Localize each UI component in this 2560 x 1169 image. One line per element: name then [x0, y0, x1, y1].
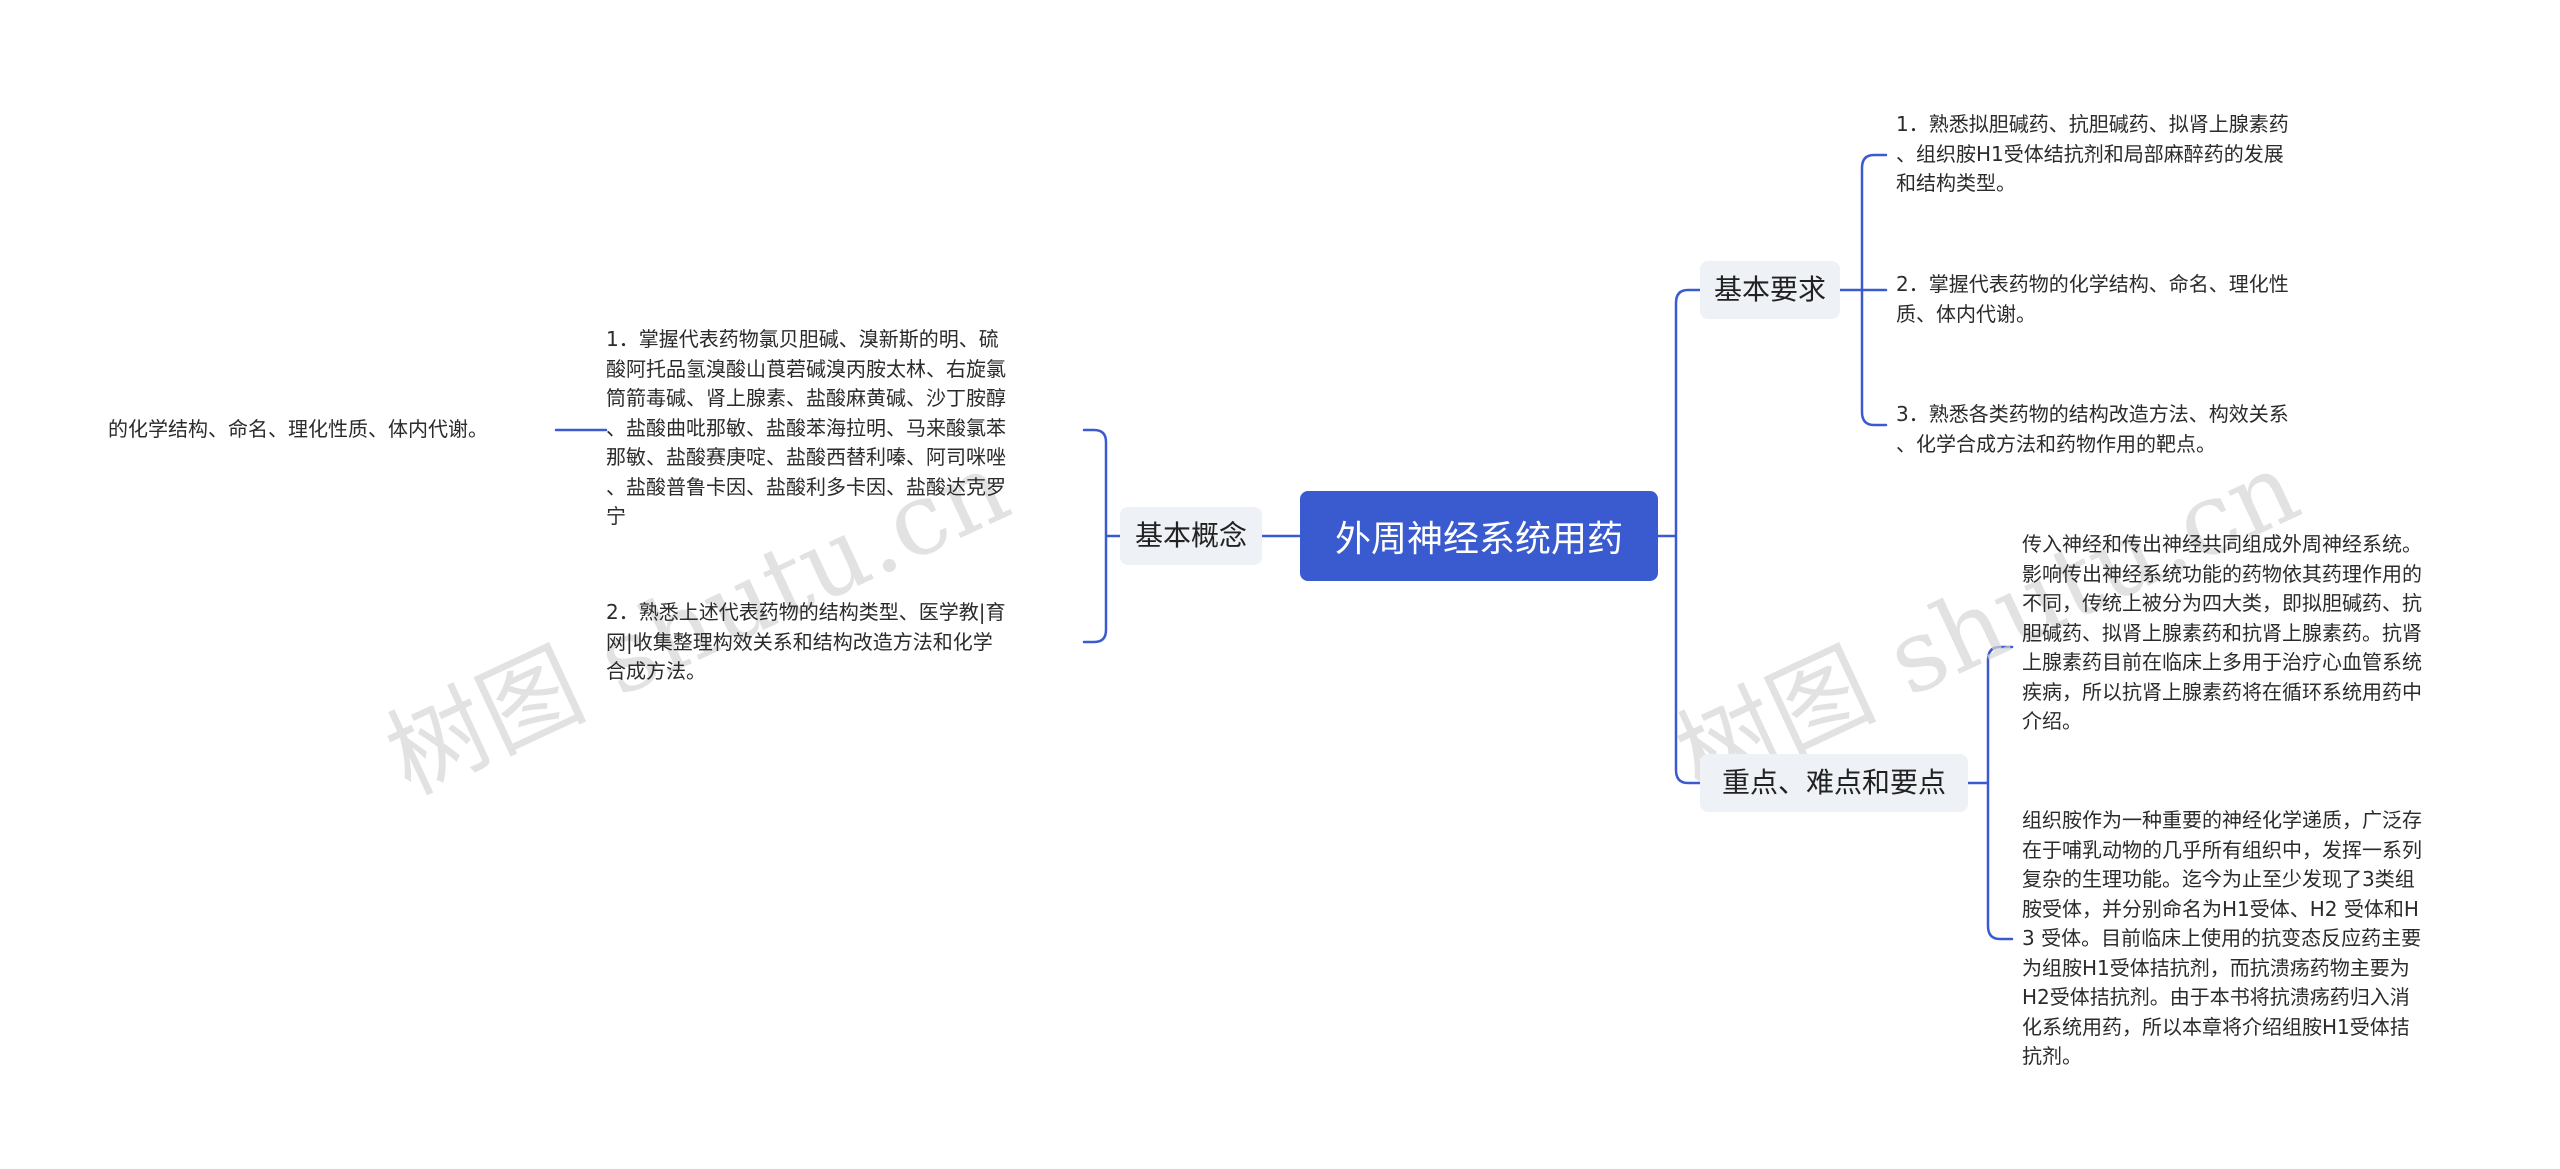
connector-root-right [1656, 288, 1702, 785]
right-b2-item-1[interactable]: 传入神经和传出神经共同组成外周神经系统。 影响传出神经系统功能的药物依其药理作用… [2022, 532, 2422, 733]
branch-basic-requirements[interactable]: 基本要求 [1700, 261, 1840, 319]
right-b1-item-3[interactable]: 3．熟悉各类药物的结构改造方法、构效关系 、化学合成方法和药物作用的靶点。 [1896, 402, 2289, 456]
right-b1-item-2[interactable]: 2．掌握代表药物的化学结构、命名、理化性 质、体内代谢。 [1896, 272, 2289, 326]
right-b1-item-1[interactable]: 1．熟悉拟胆碱药、抗胆碱药、拟肾上腺素药 、组织胺H1受体结抗剂和局部麻醉药的发… [1896, 112, 2289, 195]
branch-key-points[interactable]: 重点、难点和要点 [1700, 754, 1968, 812]
connector-right-b2 [1966, 645, 2014, 941]
left-item-1[interactable]: 1．掌握代表药物氯贝胆碱、溴新斯的明、硫 酸阿托品氢溴酸山莨菪碱溴丙胺太林、右旋… [606, 327, 1006, 528]
root-node[interactable]: 外周神经系统用药 [1300, 491, 1658, 581]
connector-right-b1 [1838, 153, 1888, 427]
left-leaf[interactable]: 的化学结构、命名、理化性质、体内代谢。 [108, 417, 488, 441]
left-item-2[interactable]: 2．熟悉上述代表药物的结构类型、医学教|育 网|收集整理构效关系和结构改造方法和… [606, 600, 1006, 683]
branch-basic-concepts[interactable]: 基本概念 [1120, 507, 1262, 565]
connector-left-branch [1082, 428, 1122, 644]
right-b2-item-2[interactable]: 组织胺作为一种重要的神经化学递质，广泛存 在于哺乳动物的几乎所有组织中，发挥一系… [2022, 808, 2422, 1068]
